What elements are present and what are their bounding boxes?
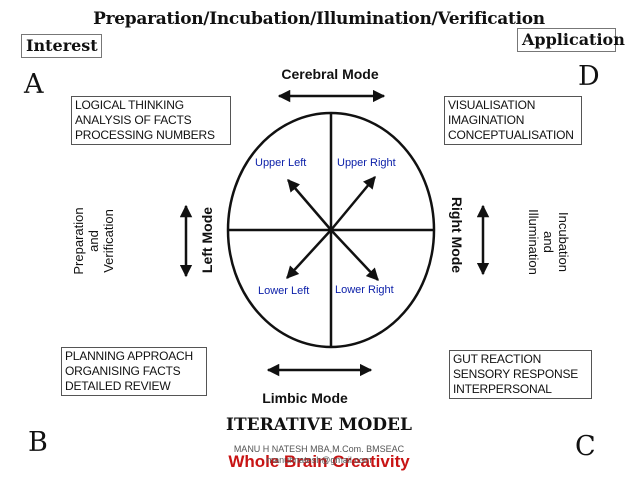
box-line: PLANNING APPROACH bbox=[65, 349, 193, 363]
corner-label-b: B bbox=[28, 427, 48, 458]
box-bottom-right: GUT REACTION SENSORY RESPONSE INTERPERSO… bbox=[449, 350, 592, 399]
quadrant-label-upper-right: Upper Right bbox=[337, 157, 396, 169]
corner-label-a: A bbox=[24, 69, 44, 100]
brand-caption: Whole Brain Creativity bbox=[228, 452, 410, 471]
diagram-title: Preparation/Incubation/Illumination/Veri… bbox=[93, 9, 545, 29]
mode-label-bottom: Limbic Mode bbox=[262, 390, 348, 406]
box-line: DETAILED REVIEW bbox=[65, 379, 171, 393]
model-caption: ITERATIVE MODEL bbox=[226, 415, 412, 435]
box-line: VISUALISATION bbox=[448, 98, 536, 112]
box-line: ANALYSIS OF FACTS bbox=[75, 113, 192, 127]
arrow-lower-right bbox=[330, 229, 379, 281]
box-line: CONCEPTUALISATION bbox=[448, 128, 574, 142]
quadrant-label-lower-right: Lower Right bbox=[335, 284, 394, 296]
mode-label-top: Cerebral Mode bbox=[281, 66, 379, 82]
box-line: SENSORY RESPONSE bbox=[453, 367, 579, 381]
box-line: PROCESSING NUMBERS bbox=[75, 128, 215, 142]
box-line: ORGANISING FACTS bbox=[65, 364, 181, 378]
arrow-lower-left bbox=[286, 229, 332, 279]
box-line: INTERPERSONAL bbox=[453, 382, 552, 396]
box-top-right: VISUALISATION IMAGINATION CONCEPTUALISAT… bbox=[444, 96, 582, 145]
box-line: LOGICAL THINKING bbox=[75, 98, 184, 112]
box-top-left: LOGICAL THINKING ANALYSIS OF FACTS PROCE… bbox=[71, 96, 231, 145]
application-label: Application bbox=[517, 28, 625, 52]
credit-line: manuhnatesh@gmail.com bbox=[266, 455, 372, 465]
author-credit: MANU H NATESH MBA,M.Com. BMSEAC manuhnat… bbox=[0, 444, 638, 466]
corner-label-c: C bbox=[575, 431, 596, 462]
arrow-upper-right bbox=[330, 176, 376, 231]
credit-line: MANU H NATESH MBA,M.Com. BMSEAC bbox=[233, 444, 405, 454]
interest-label: Interest bbox=[21, 34, 102, 58]
box-line: GUT REACTION bbox=[453, 352, 542, 366]
quadrant-label-lower-left: Lower Left bbox=[258, 285, 310, 297]
box-line: IMAGINATION bbox=[448, 113, 525, 127]
quadrant-label-upper-left: Upper Left bbox=[255, 157, 307, 169]
corner-label-d: D bbox=[578, 61, 600, 92]
box-bottom-left: PLANNING APPROACH ORGANISING FACTS DETAI… bbox=[61, 347, 207, 396]
arrow-upper-left bbox=[287, 179, 332, 231]
